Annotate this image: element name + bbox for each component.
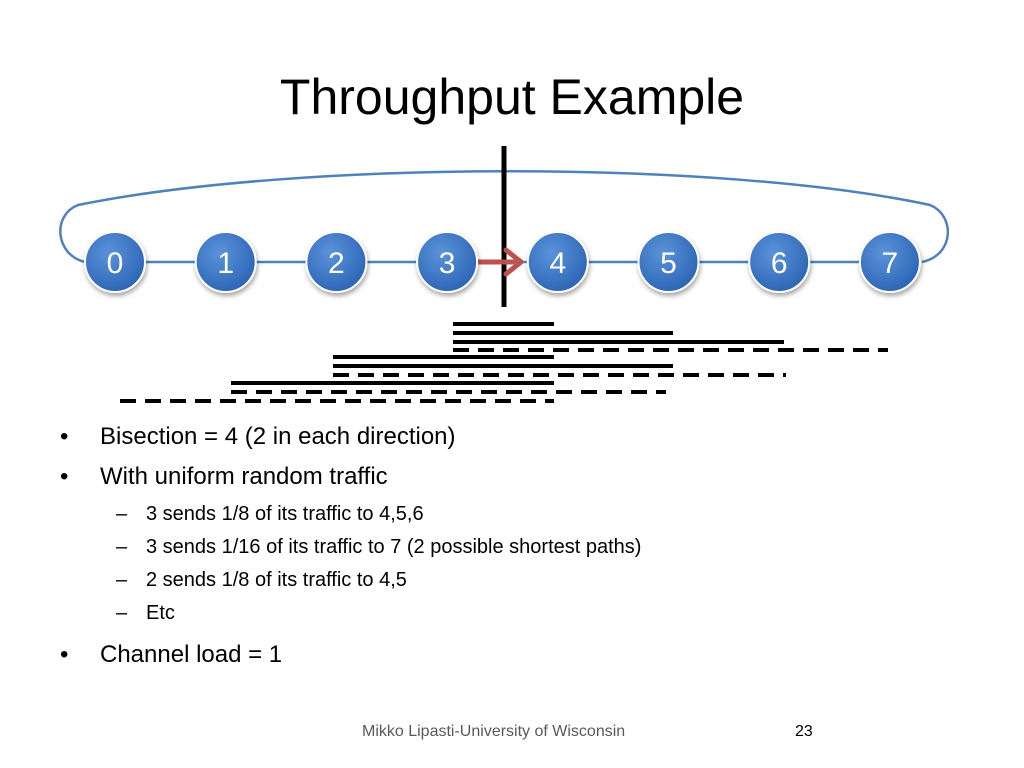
ring-node: 6 xyxy=(748,231,811,293)
ring-node-label: 5 xyxy=(660,247,677,280)
bullet-item: With uniform random traffic xyxy=(0,458,1024,496)
bullet-text: Bisection = 4 (2 in each direction) xyxy=(100,423,456,450)
traffic-flows-solid xyxy=(231,322,784,385)
ring-node-circle xyxy=(748,231,811,293)
sub-bullet-item: 2 sends 1/8 of its traffic to 4,5 xyxy=(0,564,1024,597)
arrow-icon xyxy=(478,247,524,277)
ring-node-circle xyxy=(305,231,368,293)
ring-node-label: 7 xyxy=(882,247,899,280)
sub-bullet-item: 3 sends 1/8 of its traffic to 4,5,6 xyxy=(0,498,1024,531)
ring-node: 1 xyxy=(194,231,257,293)
page-number: 23 xyxy=(795,723,813,740)
ring-node-circle xyxy=(84,231,146,293)
ring-node: 4 xyxy=(526,231,589,293)
ring-network-diagram: 0 1 2 3 4 5 6 7 xyxy=(59,146,950,403)
traffic-flows-dashed xyxy=(120,348,888,403)
ring-node: 5 xyxy=(637,231,700,293)
ring-node-label: 0 xyxy=(107,247,124,280)
ring-node-label: 4 xyxy=(549,247,566,280)
sub-bullet-list: 3 sends 1/8 of its traffic to 4,5,63 sen… xyxy=(0,498,1024,630)
ring-node: 2 xyxy=(305,231,368,293)
ring-node-circle xyxy=(416,231,479,293)
ring-nodes: 0 1 2 3 4 5 6 7 xyxy=(84,231,921,293)
bullet-list: Bisection = 4 (2 in each direction) With … xyxy=(0,418,1024,676)
bullet-item: Bisection = 4 (2 in each direction) xyxy=(0,418,1024,456)
ring-node-circle xyxy=(194,231,257,293)
ring-node-circle xyxy=(526,231,589,293)
ring-node-circle xyxy=(637,231,700,293)
ring-node: 7 xyxy=(858,231,921,293)
bullet-text: Channel load = 1 xyxy=(100,641,283,668)
bullet-text: With uniform random traffic xyxy=(100,463,388,490)
ring-node: 3 xyxy=(416,231,479,293)
footer-text: Mikko Lipasti-University of Wisconsin xyxy=(362,723,626,740)
slide-title: Throughput Example xyxy=(279,69,745,125)
ring-node: 0 xyxy=(84,231,146,293)
ring-node-label: 1 xyxy=(217,247,234,280)
ring-node-label: 3 xyxy=(439,247,456,280)
ring-wraparound-link xyxy=(59,170,950,264)
bullet-item: Channel load = 1 xyxy=(0,636,1024,674)
sub-bullet-item: Etc xyxy=(0,597,1024,630)
ring-node-label: 2 xyxy=(328,247,345,280)
ring-node-label: 6 xyxy=(771,247,788,280)
ring-node-circle xyxy=(858,231,921,293)
sub-bullet-item: 3 sends 1/16 of its traffic to 7 (2 poss… xyxy=(0,531,1024,564)
